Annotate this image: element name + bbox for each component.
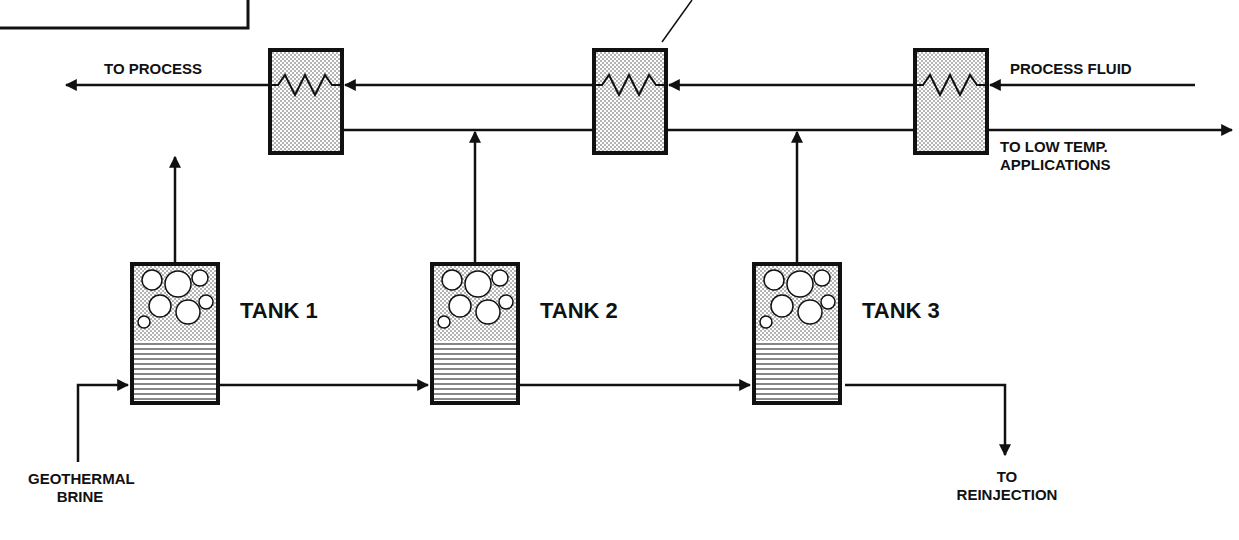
flow-label: PROCESS FLUID [1010, 60, 1180, 78]
steam-bubbles [760, 270, 835, 328]
steam-bubbles [138, 270, 213, 328]
tank-body [430, 262, 520, 405]
flow-label: TO PROCESS [104, 60, 234, 78]
tank-body [752, 262, 842, 405]
heat-exchanger [913, 50, 989, 153]
flow-label: TO REINJECTION [948, 468, 1066, 504]
tank-outline [432, 264, 518, 403]
flow-label: TO LOW TEMP. APPLICATIONS [1000, 138, 1130, 174]
steam-bubbles [438, 270, 513, 328]
tank-outline [132, 264, 218, 403]
brine-connector [220, 384, 428, 387]
heat-exchanger [592, 50, 668, 153]
tank-label: TANK 2 [540, 299, 618, 323]
title-box [0, 0, 248, 28]
tank-outline [754, 264, 840, 403]
flash-tank: TANK 2 [430, 262, 520, 405]
leader-line [662, 0, 692, 42]
vapor-line [175, 130, 1232, 262]
flash-tank: TANK 3 [752, 262, 842, 405]
brine-connector [520, 384, 750, 387]
brine-liquid [755, 344, 839, 399]
tank-body [130, 262, 220, 405]
process-line [66, 84, 1195, 87]
flow-label: GEOTHERMAL BRINE [28, 470, 132, 506]
heat-exchanger [268, 50, 344, 153]
brine-liquid [433, 344, 517, 399]
brine-liquid [133, 344, 217, 399]
tank-label: TANK 3 [862, 299, 940, 323]
flash-tank: TANK 1 [130, 262, 220, 405]
tank-label: TANK 1 [240, 299, 318, 323]
